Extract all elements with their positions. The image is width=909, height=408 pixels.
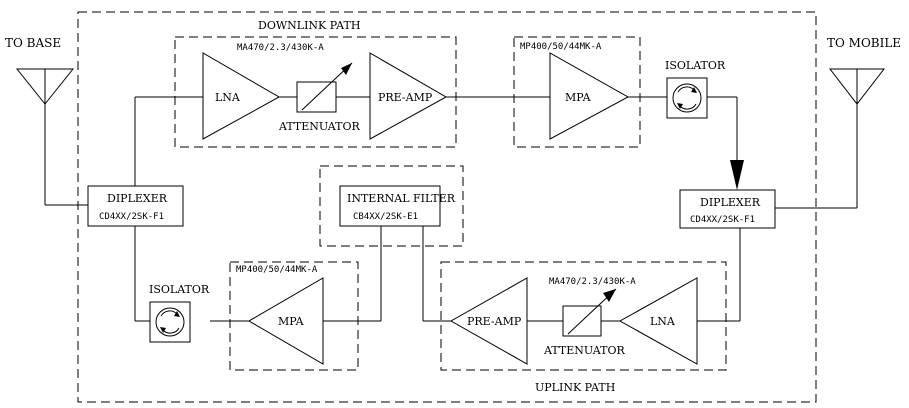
downlink-isolator-icon	[666, 77, 708, 119]
uplink-lna-label: LNA	[650, 315, 676, 328]
downlink-lna-amplifier	[202, 52, 281, 140]
uplink-mpa-module	[229, 261, 359, 371]
left-diplexer-label: DIPLEXER	[107, 192, 168, 205]
uplink-lna-amplifier	[618, 277, 698, 365]
uplink-preamp-amplifier	[449, 277, 528, 365]
downlink-mpa-amplifier	[549, 52, 630, 140]
downlink-path-label: DOWNLINK PATH	[258, 19, 360, 32]
left-diplexer-model: CD4XX/2SK-F1	[99, 212, 164, 222]
downlink-amp-module	[174, 36, 457, 148]
right-diplexer-model: CD4XX/2SK-F1	[690, 215, 755, 225]
system-enclosure	[77, 11, 817, 403]
downlink-mpa-model-label: MP400/50/44MK-A	[520, 42, 602, 52]
uplink-mpa-amplifier	[248, 277, 324, 365]
internal-filter-box	[339, 185, 441, 227]
base-antenna-icon	[15, 68, 75, 205]
uplink-isolator-label: ISOLATOR	[149, 283, 210, 296]
downlink-attenuator-label: ATTENUATOR	[278, 120, 361, 133]
uplink-mpa-model-label: MP400/50/44MK-A	[236, 265, 318, 275]
uplink-attenuator-label: ATTENUATOR	[543, 344, 626, 357]
uplink-isolator-icon	[149, 301, 191, 343]
downlink-isolator-label: ISOLATOR	[665, 59, 726, 72]
downlink-preamp-label: PRE-AMP	[378, 91, 433, 104]
to-mobile-label: TO MOBILE	[827, 36, 901, 50]
uplink-preamp-label: PRE-AMP	[467, 315, 522, 328]
uplink-path-label: UPLINK PATH	[535, 381, 615, 394]
to-base-label: TO BASE	[5, 36, 61, 50]
uplink-attenuator-icon	[562, 288, 617, 337]
internal-filter-label: INTERNAL FILTER	[347, 192, 456, 205]
downlink-amp-model-label: MA470/2.3/430K-A	[237, 43, 324, 53]
right-diplexer-label: DIPLEXER	[700, 196, 761, 209]
downlink-attenuator-icon	[296, 62, 353, 113]
downlink-preamp-amplifier	[369, 52, 448, 140]
mobile-antenna-icon	[828, 68, 886, 208]
downlink-lna-label: LNA	[215, 91, 241, 104]
uplink-mpa-label: MPA	[278, 315, 305, 328]
internal-filter-module	[319, 165, 464, 247]
downlink-mpa-module	[513, 36, 641, 148]
uplink-amp-module	[440, 261, 727, 371]
uplink-amp-model-label: MA470/2.3/430K-A	[549, 277, 636, 287]
internal-filter-model: CB4XX/2SK-E1	[353, 212, 418, 222]
downlink-mpa-label: MPA	[565, 91, 592, 104]
right-diplexer-box	[679, 189, 776, 229]
